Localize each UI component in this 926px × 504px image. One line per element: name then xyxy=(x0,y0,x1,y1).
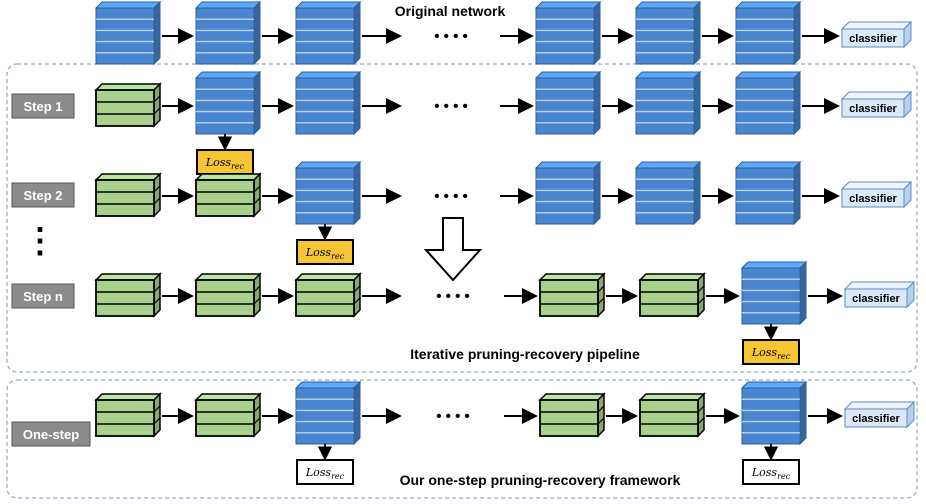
step-2-classifier-label: classifier xyxy=(849,193,897,205)
step-n-classifier: classifier xyxy=(843,280,916,309)
step-1-block-4 xyxy=(534,70,602,136)
one-step-framework-title: Our one-step pruning-recovery framework xyxy=(400,472,681,488)
step-n-block-2 xyxy=(194,272,262,318)
original-ellipsis: • • • • xyxy=(434,28,468,45)
one-step-frame xyxy=(6,379,918,499)
step-label-n-text: Step n xyxy=(23,289,63,304)
step-n-block-5 xyxy=(638,272,706,318)
step-1-classifier: classifier xyxy=(840,90,913,119)
original-classifier: classifier xyxy=(840,20,913,49)
original-block-4 xyxy=(534,0,602,66)
step-1-block-1 xyxy=(94,82,162,128)
step-2-block-3 xyxy=(294,160,362,226)
step-2-block-5 xyxy=(634,160,702,226)
original-block-5 xyxy=(634,0,702,66)
step-label-2-text: Step 2 xyxy=(23,188,62,203)
step-1-ellipsis: • • • • xyxy=(434,98,468,115)
one-step-block-4 xyxy=(538,392,606,438)
one-step-block-5 xyxy=(638,392,706,438)
step-2-loss-box-1: Lossrec xyxy=(296,224,354,265)
step-n-loss-box-1-text: Lossrec xyxy=(751,346,791,361)
one-step-loss-box-2: Lossrec xyxy=(742,444,800,485)
original-classifier-label: classifier xyxy=(849,33,897,45)
network-rows: classifier • • • • classifier • • • • Lossre… xyxy=(94,0,916,485)
step-label-n: Step n xyxy=(11,283,75,309)
original-block-2 xyxy=(194,0,262,66)
step-2-block-6 xyxy=(734,160,802,226)
step-1-loss-box-1: Lossrec xyxy=(196,134,254,175)
step-label-one-step: One-step xyxy=(11,421,91,447)
vertical-dots: ⋮ xyxy=(23,222,57,260)
hollow-down-arrow-icon xyxy=(423,217,483,282)
iterative-pipeline-title: Iterative pruning-recovery pipeline xyxy=(410,346,640,362)
step-n-ellipsis: • • • • xyxy=(436,288,470,305)
one-step-block-6 xyxy=(740,380,808,446)
step-2-block-4 xyxy=(534,160,602,226)
original-block-1 xyxy=(94,0,162,66)
step-n-classifier-label: classifier xyxy=(852,293,900,305)
step-label-2: Step 2 xyxy=(11,182,75,208)
original-network-title: Original network xyxy=(395,3,506,19)
one-step-classifier-label: classifier xyxy=(852,413,900,425)
one-step-ellipsis: • • • • xyxy=(436,408,470,425)
one-step-loss-box-1-text: Lossrec xyxy=(305,466,345,481)
step-n-block-3 xyxy=(294,272,362,318)
original-block-6 xyxy=(734,0,802,66)
one-step-classifier: classifier xyxy=(843,400,916,429)
step-n-block-1 xyxy=(94,272,162,318)
step-1-block-3 xyxy=(294,70,362,136)
step-label-1-text: Step 1 xyxy=(23,99,62,114)
step-2-block-2 xyxy=(194,172,262,218)
one-step-block-3 xyxy=(294,380,362,446)
step-2-block-1 xyxy=(94,172,162,218)
step-n-loss-box-1: Lossrec xyxy=(742,324,800,365)
step-2-loss-box-1-text: Lossrec xyxy=(305,246,345,261)
iterative-pipeline-frame xyxy=(6,63,918,373)
step-1-block-5 xyxy=(634,70,702,136)
one-step-loss-box-1: Lossrec xyxy=(296,444,354,485)
step-1-block-6 xyxy=(734,70,802,136)
step-n-block-4 xyxy=(538,272,606,318)
step-1-loss-box-1-text: Lossrec xyxy=(205,156,245,171)
step-1-block-2 xyxy=(194,70,262,136)
one-step-block-1 xyxy=(94,392,162,438)
step-1-classifier-label: classifier xyxy=(849,103,897,115)
one-step-loss-box-2-text: Lossrec xyxy=(751,466,791,481)
step-2-ellipsis: • • • • xyxy=(434,188,468,205)
one-step-block-2 xyxy=(194,392,262,438)
step-2-classifier: classifier xyxy=(840,180,913,209)
step-n-block-6 xyxy=(740,260,808,326)
original-block-3 xyxy=(294,0,362,66)
step-label-one-step-text: One-step xyxy=(23,427,79,442)
step-label-1: Step 1 xyxy=(11,93,75,119)
